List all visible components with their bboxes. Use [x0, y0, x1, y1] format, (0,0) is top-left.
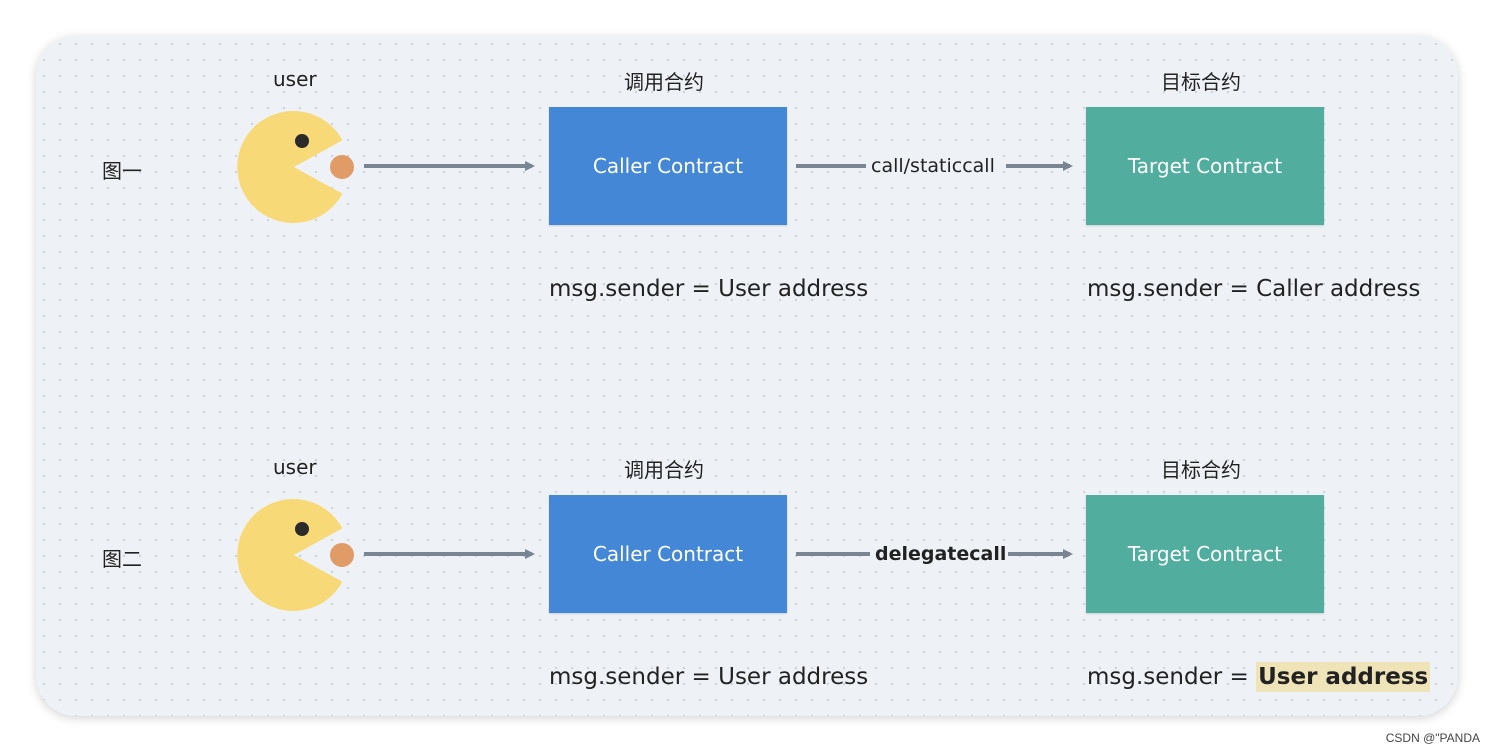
caller-contract-label: Caller Contract	[592, 542, 744, 566]
user-label: user	[273, 67, 317, 91]
target-contract-box: Target Contract	[1086, 495, 1324, 613]
target-msg-sender: msg.sender = Caller address	[1087, 276, 1420, 302]
caller-contract-label: Caller Contract	[592, 154, 744, 178]
edge-label: call/staticcall	[869, 155, 997, 177]
target-contract-label: Target Contract	[1127, 154, 1283, 178]
figure-label: 图一	[102, 159, 142, 183]
figure-label: 图二	[102, 547, 142, 571]
pacman-icon	[237, 110, 354, 223]
msg-sender-prefix: msg.sender =	[1087, 276, 1257, 302]
msg-sender-value-highlighted: User address	[1256, 662, 1431, 692]
target-title: 目标合约	[1161, 458, 1241, 482]
caller-msg-sender: msg.sender = User address	[549, 276, 869, 302]
pacman-icon	[237, 499, 354, 612]
msg-sender-prefix: msg.sender =	[1087, 664, 1257, 690]
target-msg-sender: msg.sender = User address	[1087, 662, 1431, 692]
caller-contract-box: Caller Contract	[549, 495, 787, 613]
edge-label: delegatecall	[873, 543, 1009, 565]
caller-title: 调用合约	[624, 458, 704, 482]
user-label: user	[273, 455, 317, 479]
target-contract-label: Target Contract	[1127, 542, 1283, 566]
watermark: CSDN @"PANDA	[1385, 731, 1480, 745]
target-contract-box: Target Contract	[1086, 107, 1324, 225]
caller-title: 调用合约	[624, 70, 704, 94]
caller-msg-sender: msg.sender = User address	[549, 664, 869, 690]
caller-contract-box: Caller Contract	[549, 107, 787, 225]
msg-sender-value: Caller address	[1256, 276, 1421, 302]
target-title: 目标合约	[1161, 70, 1241, 94]
